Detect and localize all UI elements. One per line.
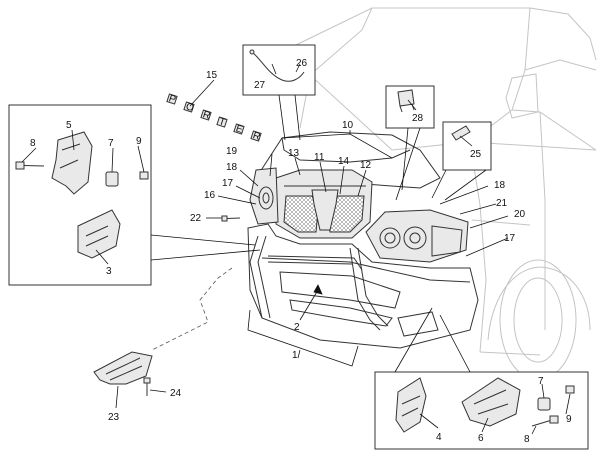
svg-text:O: O	[184, 101, 195, 114]
callout-7-right: 7	[538, 376, 544, 387]
svg-text:P: P	[167, 93, 177, 106]
callout-18-right: 18	[494, 180, 506, 191]
callout-8-right: 8	[524, 434, 530, 445]
right-headlight	[365, 209, 469, 263]
inset-box-right	[374, 371, 589, 450]
front-bumper	[247, 223, 479, 349]
callout-28: 28	[412, 113, 424, 124]
svg-text:R: R	[201, 109, 211, 122]
callout-18-left: 18	[226, 162, 238, 173]
callout-7-left: 7	[108, 138, 114, 149]
callout-15: 15	[206, 70, 218, 81]
inset-clip-28	[385, 85, 435, 129]
callout-9-left: 9	[136, 136, 142, 147]
callout-21: 21	[496, 198, 508, 209]
callout-24: 24	[170, 388, 182, 399]
callout-9-right: 9	[566, 414, 572, 425]
callout-3: 3	[106, 266, 112, 277]
inset-cable-26-27	[242, 44, 316, 96]
callout-5: 5	[66, 120, 72, 131]
callout-20: 20	[514, 209, 526, 220]
callout-25: 25	[470, 149, 482, 160]
callout-26: 26	[296, 58, 308, 69]
callout-22: 22	[190, 213, 202, 224]
callout-16: 16	[204, 190, 216, 201]
screw-22	[221, 215, 241, 222]
inset-pin-25	[442, 121, 492, 171]
callout-23: 23	[108, 412, 120, 423]
callout-8-left: 8	[30, 138, 36, 149]
front-grille-assembly	[275, 169, 373, 239]
callout-12: 12	[360, 160, 372, 171]
svg-text:E: E	[234, 123, 244, 136]
callout-17-left: 17	[222, 178, 234, 189]
callout-4: 4	[436, 432, 442, 443]
callout-17-right: 17	[504, 233, 516, 244]
callout-10: 10	[342, 120, 354, 131]
callout-6: 6	[478, 433, 484, 444]
callout-14: 14	[338, 156, 350, 167]
screw-24	[143, 377, 151, 396]
leader-lines	[21, 63, 571, 435]
callout-11: 11	[314, 152, 325, 163]
callout-labels: 1 2 3 4 5 6 7 7 8 8 9 9 10 11 12 13 14 1…	[30, 58, 572, 445]
callout-1: 1	[292, 350, 298, 361]
porter-badge-letters: P O R T E R	[166, 93, 262, 143]
left-headlight	[249, 167, 279, 225]
inset-box-left	[8, 104, 152, 286]
callout-2: 2	[294, 322, 300, 333]
callout-19: 19	[226, 146, 238, 157]
callout-13: 13	[288, 148, 300, 159]
arrow-2	[313, 284, 323, 295]
svg-text:T: T	[217, 116, 226, 128]
bracket-23	[93, 351, 153, 385]
svg-text:R: R	[251, 130, 261, 143]
callout-27: 27	[254, 80, 266, 91]
